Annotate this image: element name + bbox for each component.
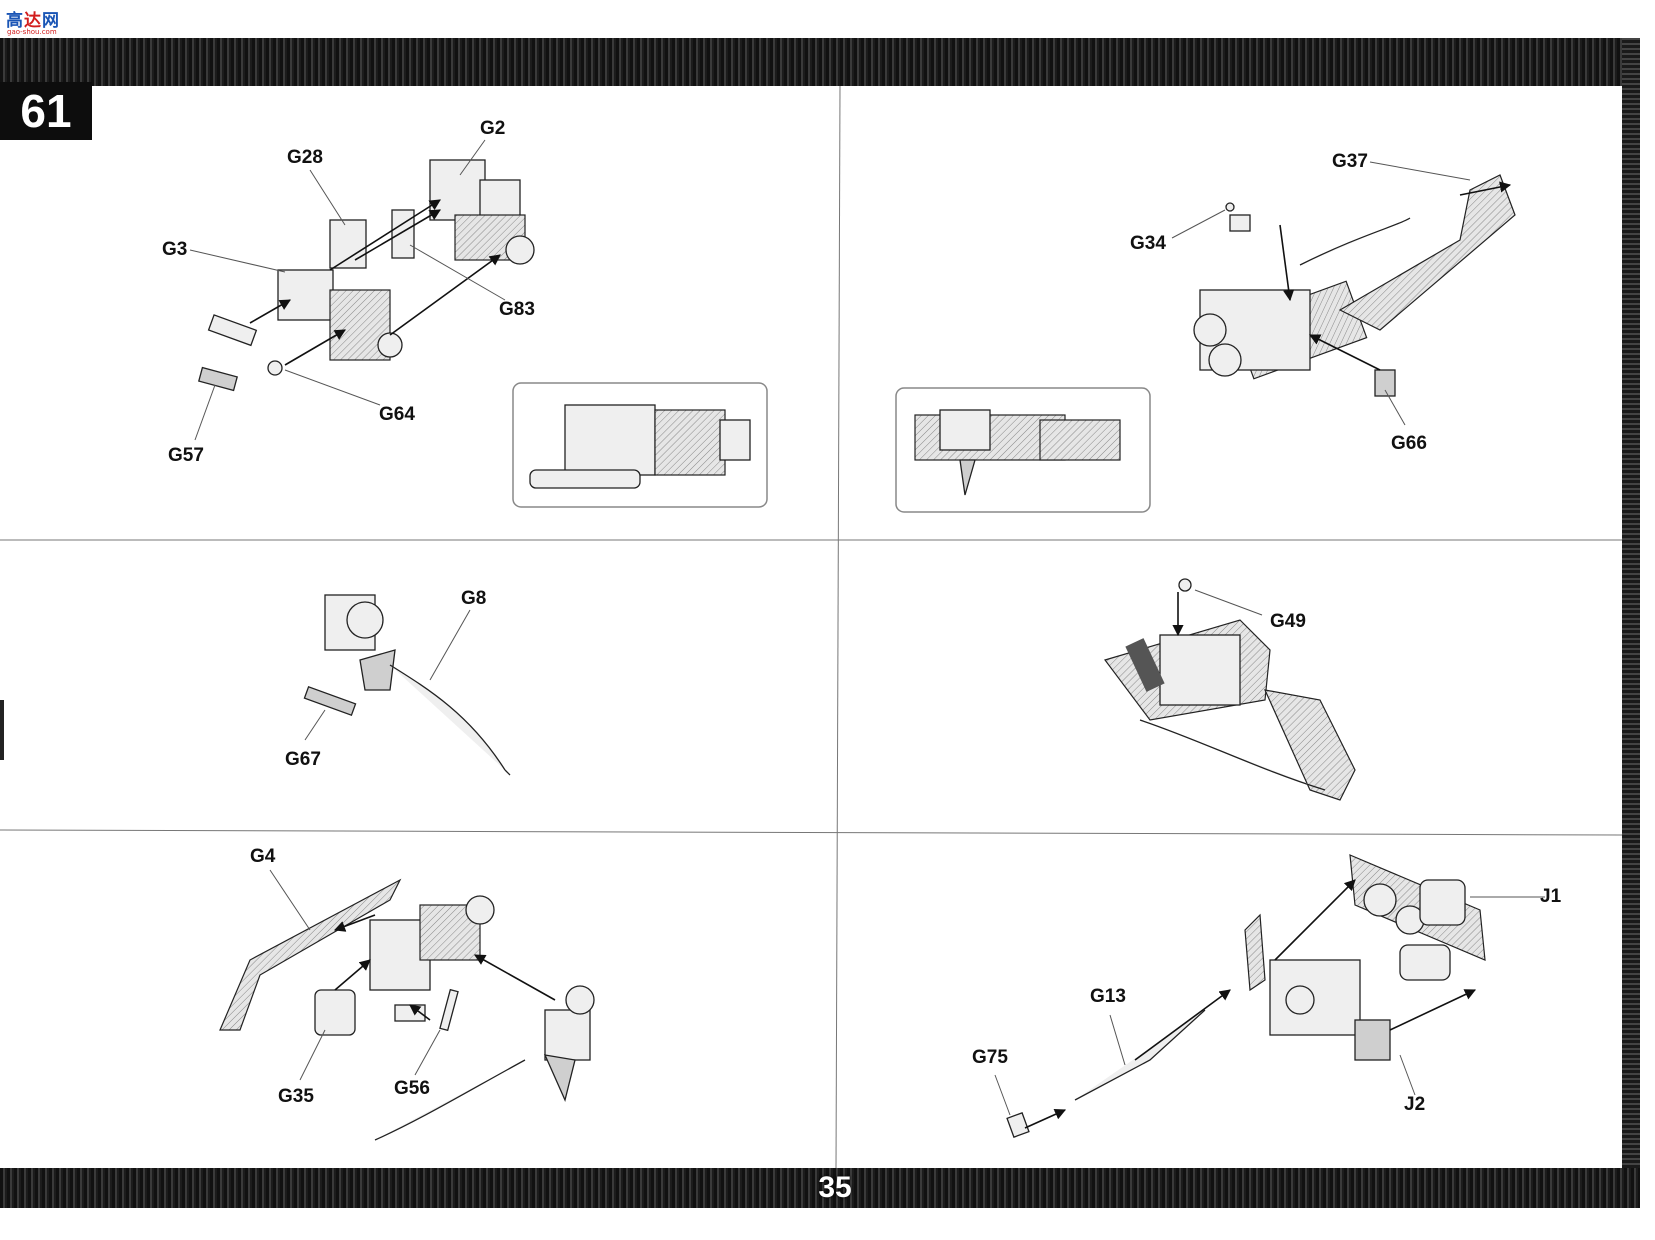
part-label-g28: G28	[287, 147, 323, 168]
part-label-g35: G35	[278, 1086, 314, 1107]
horizontal-divider-2	[0, 829, 1623, 836]
panel2-assembly	[895, 161, 1516, 513]
part-g4-plate	[219, 878, 402, 1031]
part-g35	[314, 989, 356, 1036]
bottom-stripe-bar	[0, 1168, 1640, 1208]
part-label-g75: G75	[972, 1047, 1008, 1068]
part-label-g8: G8	[461, 588, 487, 609]
panel4-assembly	[1104, 578, 1356, 801]
part-label-g3: G3	[162, 239, 188, 260]
right-edge-stripe	[1622, 38, 1640, 1208]
top-stripe-bar	[0, 38, 1640, 86]
panel3-assembly	[303, 594, 511, 776]
part-g3	[277, 269, 334, 321]
panel1-assembly	[189, 139, 768, 508]
part-g49	[1178, 578, 1192, 592]
part-g64-rod	[207, 314, 258, 347]
panel6-assembly	[994, 854, 1545, 1138]
left-edge-mark	[0, 700, 4, 760]
logo-url: gao-shou.com	[7, 28, 57, 36]
logo-text: 高达网	[6, 11, 60, 31]
step-number-badge: 61	[0, 82, 92, 140]
part-label-g49: G49	[1270, 611, 1306, 632]
part-label-j2: J2	[1404, 1094, 1426, 1115]
part-label-g2: G2	[480, 118, 506, 139]
part-breech-2	[544, 1009, 591, 1061]
part-label-g67: G67	[285, 749, 321, 770]
part-j2	[1354, 1019, 1391, 1061]
part-g34	[1229, 214, 1251, 232]
vertical-divider	[835, 85, 841, 1169]
part-spring	[1125, 638, 1165, 692]
part-g67	[303, 685, 357, 717]
part-label-g66: G66	[1391, 433, 1427, 454]
part-g37-cradle	[1338, 174, 1516, 331]
part-label-g56: G56	[394, 1078, 430, 1099]
part-g28	[329, 219, 367, 269]
panel5-assembly	[219, 869, 595, 1141]
part-label-g64: G64	[379, 404, 415, 425]
part-label-g4: G4	[250, 846, 276, 867]
part-g66	[1374, 369, 1396, 397]
part-label-g57: G57	[168, 445, 204, 466]
part-label-j1: J1	[1540, 886, 1562, 907]
site-logo[interactable]: 高达网 gao-shou.com	[6, 6, 70, 38]
part-g8-rod	[389, 664, 506, 771]
part-g57	[198, 366, 238, 392]
part-label-g13: G13	[1090, 986, 1126, 1007]
part-housing	[1159, 634, 1241, 706]
part-label-g83: G83	[499, 299, 535, 320]
part-label-g37: G37	[1332, 151, 1368, 172]
part-g75	[1006, 1112, 1030, 1138]
page-number: 35	[818, 1171, 852, 1204]
part-frame	[1269, 959, 1361, 1036]
part-label-g34: G34	[1130, 233, 1166, 254]
part-g83	[391, 209, 415, 259]
